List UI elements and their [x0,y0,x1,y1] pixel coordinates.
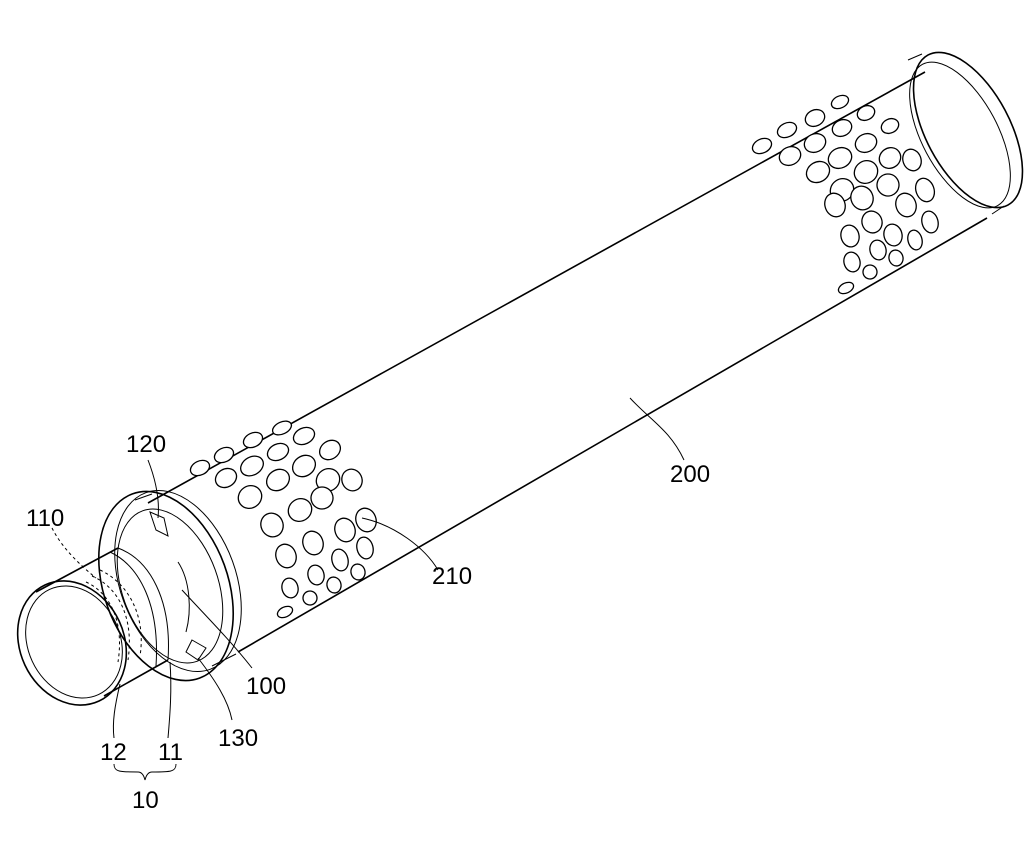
end-flange [97,489,242,682]
inlet-pipe [16,547,169,706]
label-130: 130 [218,725,258,752]
label-200: 200 [670,461,710,488]
leader-200 [629,397,685,461]
label-210: 210 [432,563,472,590]
label-110: 110 [26,505,64,532]
label-100: 100 [246,673,286,700]
leader-100 [181,589,253,669]
inner-body-100 [116,508,224,664]
leader-210 [361,517,439,571]
brace-10 [113,763,177,781]
leader-110 [51,527,97,579]
far-perforations [751,94,939,295]
reference-labels: 200 210 120 110 100 130 12 11 10 [26,431,710,814]
near-perforations [189,420,377,619]
tube-bottom-edge [237,217,988,653]
leader-11 [167,661,172,739]
leader-lines [51,397,685,781]
label-11: 11 [158,739,183,766]
label-10: 10 [132,787,159,814]
far-end-cap [907,51,1024,215]
leader-120 [147,459,159,519]
leader-130 [197,657,233,721]
label-12: 12 [100,739,127,766]
label-120: 120 [126,431,166,458]
leader-12 [112,683,121,739]
